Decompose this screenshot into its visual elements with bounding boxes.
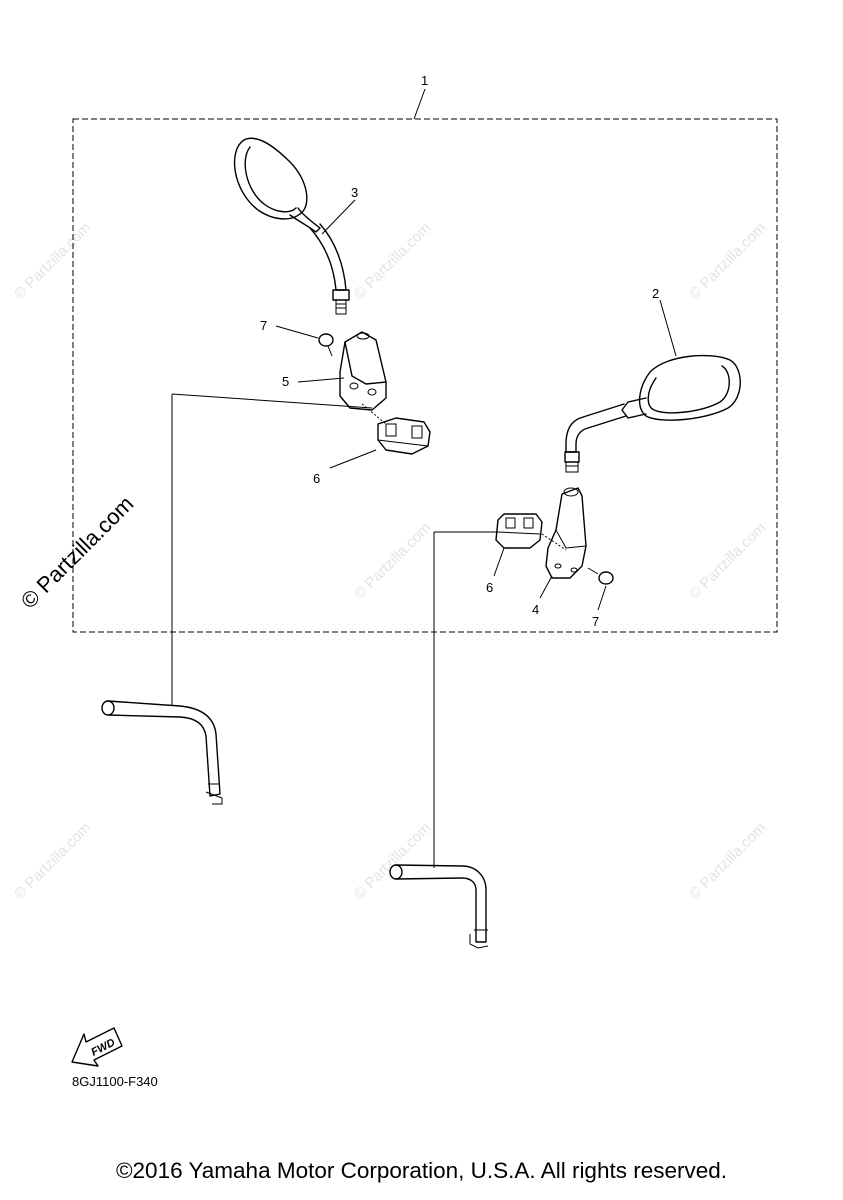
screw-right <box>587 567 614 585</box>
bracket-right <box>545 487 587 579</box>
leader-line-2 <box>659 299 677 357</box>
watermark: © Partzilla.com <box>11 819 94 902</box>
alignment-line-left-dotted <box>361 403 387 425</box>
leader-line-4 <box>539 575 553 599</box>
watermark: © Partzilla.com <box>686 219 769 302</box>
watermark: © Partzilla.com <box>351 219 434 302</box>
watermark: © Partzilla.com <box>686 519 769 602</box>
callout-4: 4 <box>532 602 539 617</box>
callout-2: 2 <box>652 286 659 301</box>
copyright-notice: ©2016 Yamaha Motor Corporation, U.S.A. A… <box>115 1158 728 1183</box>
callout-3: 3 <box>351 185 358 200</box>
watermark: © Partzilla.com <box>686 819 769 902</box>
callout-5: 5 <box>282 374 289 389</box>
bracket-left <box>339 331 387 411</box>
alignment-line-right-dotted <box>541 533 567 551</box>
callout-6a: 6 <box>313 471 320 486</box>
handlebar-left <box>101 700 223 805</box>
alignment-line-left <box>171 393 373 409</box>
watermark: © Partzilla.com <box>351 819 434 902</box>
handlebar-right <box>389 864 489 949</box>
watermark: © Partzilla.com <box>11 219 94 302</box>
mirror-left <box>233 137 350 315</box>
screw-left <box>318 333 334 357</box>
leader-line-6a <box>329 449 377 469</box>
clamp-right <box>495 513 543 549</box>
callout-6b: 6 <box>486 580 493 595</box>
mirror-right <box>564 354 741 473</box>
partzilla-watermark: © Partzilla.com <box>16 491 139 614</box>
leader-line-1 <box>413 88 426 120</box>
leader-line-7b <box>597 585 607 611</box>
leader-line-7a <box>275 325 319 339</box>
leader-line-5 <box>297 377 345 383</box>
callout-7a: 7 <box>260 318 267 333</box>
callout-1: 1 <box>421 73 428 88</box>
assembly-boundary <box>72 118 778 633</box>
callout-7b: 7 <box>592 614 599 629</box>
leader-line-3 <box>321 199 356 235</box>
leader-line-6b <box>493 547 505 577</box>
part-code: 8GJ1100-F340 <box>72 1074 158 1089</box>
watermark-layer: © Partzilla.com © Partzilla.com © Partzi… <box>11 219 769 902</box>
clamp-left <box>377 417 431 455</box>
watermark: © Partzilla.com <box>351 519 434 602</box>
fwd-arrow-icon: FWD <box>71 1027 123 1067</box>
